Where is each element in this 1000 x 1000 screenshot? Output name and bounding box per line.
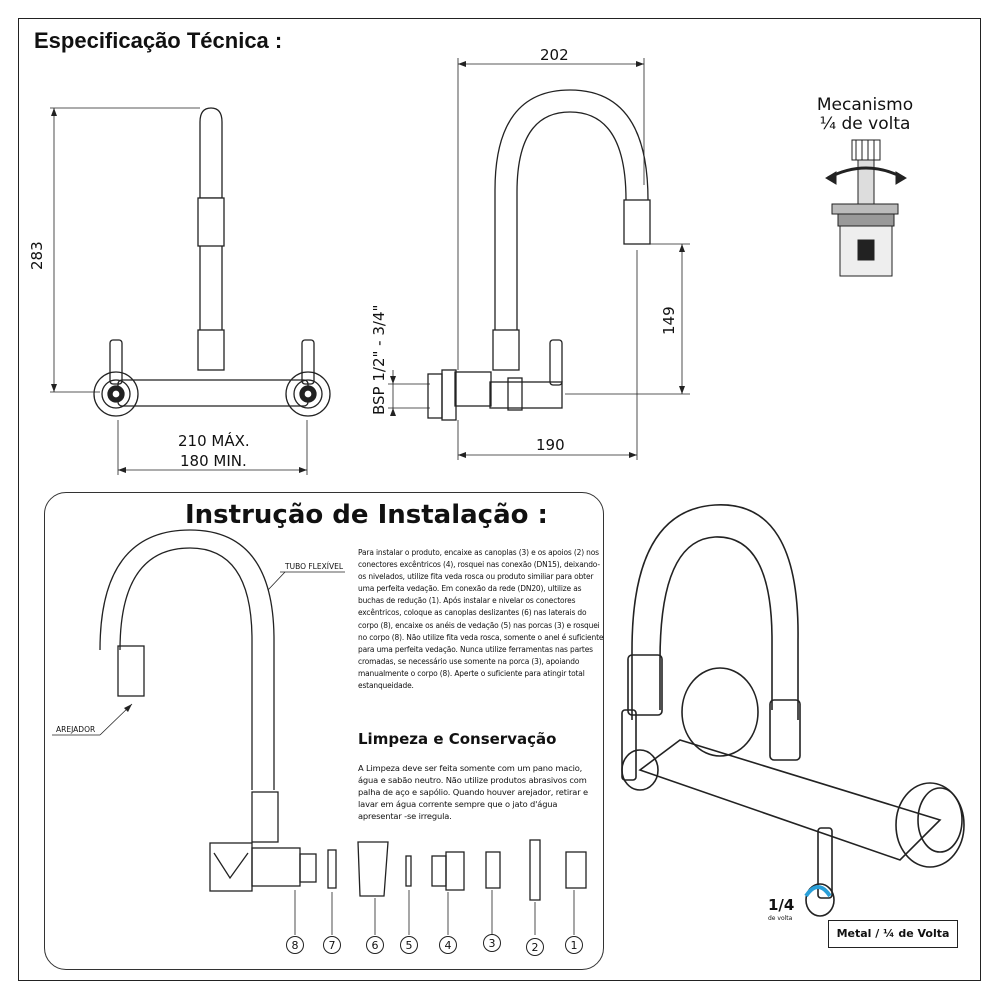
part-number-3: 3 [483, 934, 501, 952]
part-number-6: 6 [366, 936, 384, 954]
dim-202: 202 [540, 46, 569, 64]
mechanism-caption: Mecanismo ¼ de volta [790, 96, 940, 134]
quarter-turn-sub: de volta [768, 915, 793, 922]
installation-title: Instrução de Instalação : [185, 500, 548, 530]
part-number-1: 1 [565, 936, 583, 954]
mechanism-line2: ¼ de volta [819, 114, 911, 134]
part-number-7: 7 [323, 936, 341, 954]
quarter-turn-label: 1/4 [768, 896, 795, 914]
install-drawing [52, 529, 587, 935]
quarter-turn-arrow [804, 885, 832, 898]
dim-210: 210 MÁX. [178, 432, 250, 450]
arejador-label: AREJADOR [56, 725, 96, 734]
spec-title: Especificação Técnica : [34, 28, 283, 53]
part-number-4: 4 [439, 936, 457, 954]
dim-180: 180 MIN. [180, 452, 247, 470]
front-view [50, 107, 331, 475]
tubo-flexivel-label: TUBO FLEXÍVEL [285, 562, 344, 571]
cleaning-paragraph: A Limpeza deve ser feita somente com um … [358, 763, 588, 822]
dim-283: 283 [28, 241, 46, 270]
cleaning-title: Limpeza e Conservação [358, 730, 557, 748]
dim-bsp: BSP 1/2" - 3/4" [370, 304, 388, 415]
mechanism-line1: Mecanismo [816, 95, 914, 115]
page-frame [18, 18, 981, 981]
installation-panel [44, 492, 604, 970]
part-number-8: 8 [286, 936, 304, 954]
render-3d [621, 504, 965, 917]
dim-190: 190 [536, 436, 565, 454]
installation-paragraph: Para instalar o produto, encaixe as cano… [358, 547, 604, 691]
part-number-5: 5 [400, 936, 418, 954]
dim-149: 149 [660, 306, 678, 335]
mechanism-drawing [825, 139, 907, 277]
side-view [388, 58, 690, 460]
product-badge: Metal / ¼ de Volta [828, 920, 958, 948]
part-number-2: 2 [526, 938, 544, 956]
